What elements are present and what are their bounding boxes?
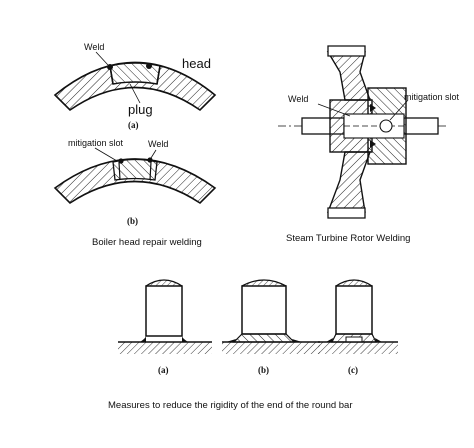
weld-bead-right xyxy=(146,63,152,69)
mitigation-slot-label-b: mitigation slot xyxy=(68,138,124,148)
rotor-mitigation-slot-label: mitigation slot xyxy=(404,92,460,102)
rotor-caption: Steam Turbine Rotor Welding xyxy=(286,233,410,244)
subfigure-label-a: (a) xyxy=(128,120,139,130)
boiler-head-b-drawing xyxy=(53,147,217,205)
weld-label-b: Weld xyxy=(148,139,168,149)
rotor-mitigation-slot xyxy=(379,119,393,133)
boiler-caption: Boiler head repair welding xyxy=(92,237,202,248)
round-bar-b-drawing xyxy=(222,279,320,354)
subfigure-label-b: (b) xyxy=(127,216,138,226)
boiler-head-a-drawing xyxy=(53,51,217,112)
turbine-rotor-drawing xyxy=(278,45,448,219)
subfigure-label-bar-a: (a) xyxy=(158,365,169,375)
weld-bead-left xyxy=(107,64,113,70)
round-bar-c-drawing xyxy=(318,279,398,354)
weld-bead-b-right xyxy=(147,157,153,163)
plug-label: plug xyxy=(128,102,153,117)
rotor-weld-top xyxy=(370,104,376,112)
subfigure-label-bar-c: (c) xyxy=(348,365,358,375)
round-bar-a-drawing xyxy=(118,279,212,354)
head-label: head xyxy=(182,56,211,71)
subfigure-label-bar-b: (b) xyxy=(258,365,269,375)
round-bar-caption: Measures to reduce the rigidity of the e… xyxy=(108,400,353,411)
weld-bead-b-left xyxy=(118,158,124,164)
rotor-weld-label: Weld xyxy=(288,94,308,104)
rotor-weld-bottom xyxy=(370,140,376,148)
weld-label-a: Weld xyxy=(84,42,104,52)
